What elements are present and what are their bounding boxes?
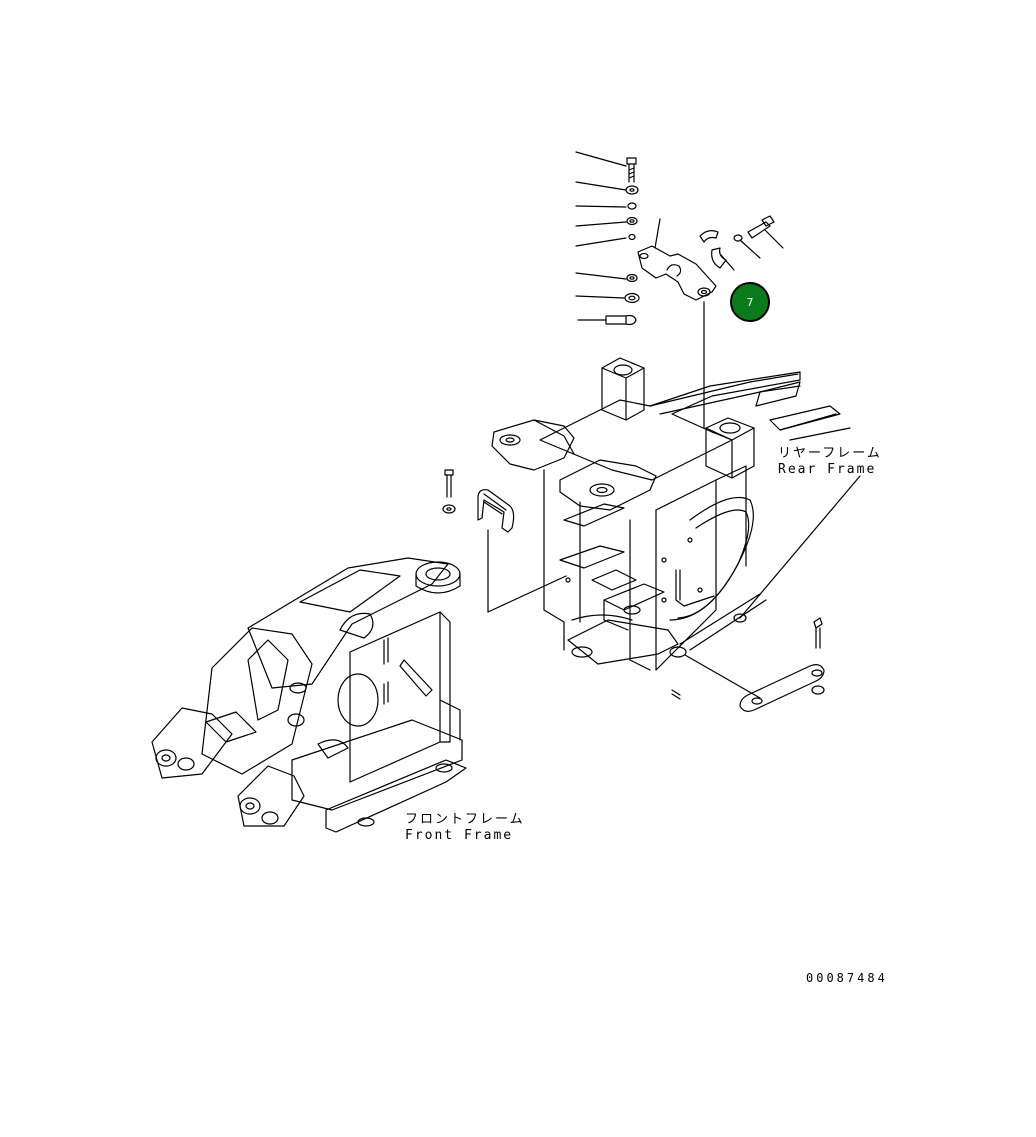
leader-lines: [487, 151, 861, 699]
fastener-stack: [605, 157, 640, 326]
callout-number: 7: [746, 295, 754, 309]
front-frame: [151, 557, 467, 833]
part-callout-badge[interactable]: 7: [730, 282, 770, 322]
rear-frame-label-jp: リヤーフレーム: [778, 446, 882, 461]
drawing-number: 00087484: [806, 971, 888, 985]
bracket-plate: [637, 215, 775, 301]
front-frame-label: フロントフレーム Front Frame: [405, 812, 525, 844]
small-parts: [442, 469, 825, 712]
rear-frame-label-en: Rear Frame: [778, 462, 877, 477]
rear-frame: [491, 357, 851, 700]
rear-frame-label: リヤーフレーム Rear Frame: [778, 446, 882, 478]
front-frame-label-en: Front Frame: [405, 828, 514, 843]
front-frame-label-jp: フロントフレーム: [405, 812, 525, 827]
